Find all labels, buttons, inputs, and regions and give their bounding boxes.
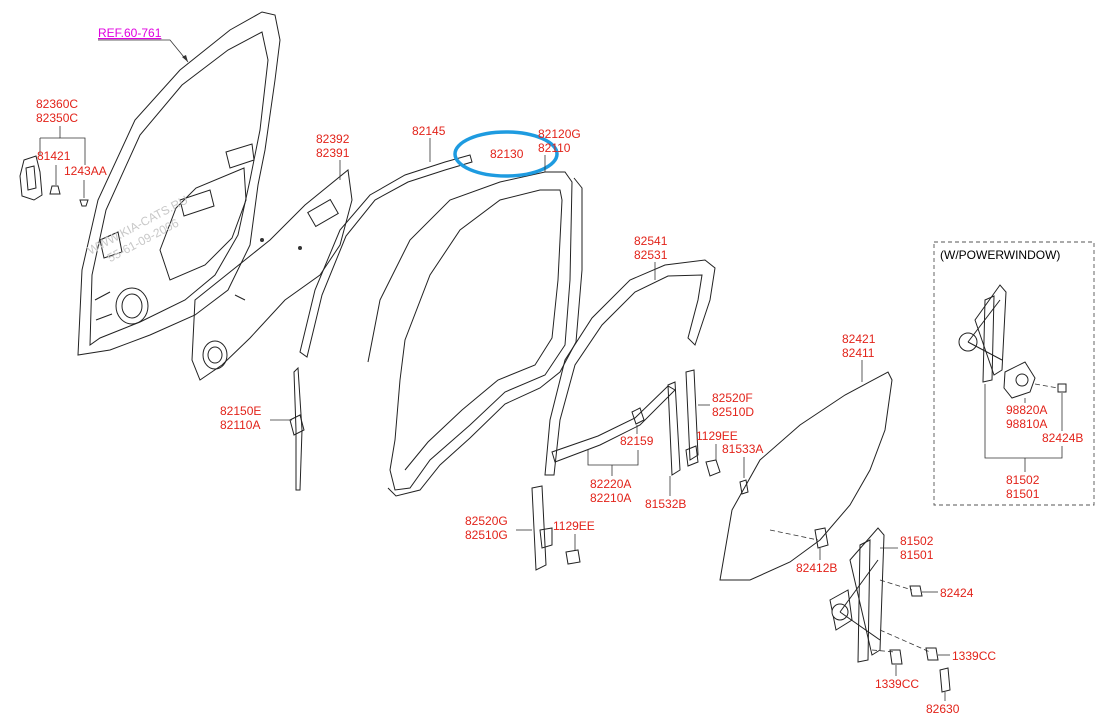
label-82510D: 82510D	[712, 405, 754, 419]
window-regulator	[814, 527, 885, 663]
label-1243AA: 1243AA	[64, 164, 107, 178]
door-glass	[719, 371, 893, 581]
label-82424: 82424	[940, 586, 974, 600]
label-82110: 82110	[538, 141, 571, 155]
label-82391: 82391	[316, 146, 350, 160]
label-1339CC-b: 1339CC	[875, 677, 919, 691]
door-weatherstrip	[367, 171, 583, 497]
power-regulator	[958, 284, 1007, 383]
label-82159: 82159	[620, 434, 654, 448]
label-82110A: 82110A	[220, 418, 260, 432]
inset-title: (W/POWERWINDOW)	[940, 248, 1060, 262]
glass-run-channel	[289, 154, 473, 491]
label-82630: 82630	[926, 702, 960, 716]
label-98820A: 98820A	[1006, 403, 1047, 417]
label-82350C: 82350C	[36, 111, 78, 125]
label-81501-a: 81501	[1006, 487, 1040, 501]
highlight-ellipse	[453, 130, 559, 178]
label-81502-b: 81502	[900, 534, 934, 548]
label-82411: 82411	[842, 346, 875, 360]
label-82220A: 82220A	[590, 477, 631, 491]
label-82150E: 82150E	[220, 404, 261, 418]
front-lower-channel	[531, 485, 553, 571]
door-shell	[77, 11, 281, 356]
label-98810A: 98810A	[1006, 417, 1047, 431]
label-82120G: 82120G	[538, 127, 581, 141]
label-82130: 82130	[490, 147, 524, 161]
door-trim-panel	[191, 169, 353, 381]
label-82421: 82421	[842, 332, 876, 346]
label-81421: 81421	[37, 149, 71, 163]
label-82520F: 82520F	[712, 391, 753, 405]
label-82412B: 82412B	[796, 561, 837, 575]
label-82392: 82392	[316, 132, 350, 146]
label-1129EE-b: 1129EE	[553, 519, 595, 533]
label-81533A: 81533A	[722, 442, 763, 456]
label-82520G: 82520G	[465, 514, 508, 528]
power-window-motor	[1003, 361, 1036, 399]
power-window-inset	[933, 241, 1095, 506]
label-82424B: 82424B	[1042, 431, 1083, 445]
label-82210A: 82210A	[590, 491, 631, 505]
label-81502-a: 81502	[1006, 473, 1040, 487]
label-82541: 82541	[634, 234, 668, 248]
label-1339CC-a: 1339CC	[952, 649, 996, 663]
label-82510G: 82510G	[465, 528, 508, 542]
label-82531: 82531	[634, 248, 668, 262]
rear-channel	[667, 369, 699, 476]
label-82360C: 82360C	[36, 97, 78, 111]
label-81532B: 81532B	[645, 497, 686, 511]
ref-label[interactable]: REF.60-761	[98, 26, 162, 40]
label-1129EE-a: 1129EE	[696, 429, 738, 443]
inside-handle	[19, 155, 43, 201]
label-82145: 82145	[412, 124, 446, 138]
label-81501-b: 81501	[900, 548, 934, 562]
watermark: WWW.KIA-CATS.RU 55-61-09-2006	[85, 193, 190, 265]
clip	[631, 407, 645, 425]
